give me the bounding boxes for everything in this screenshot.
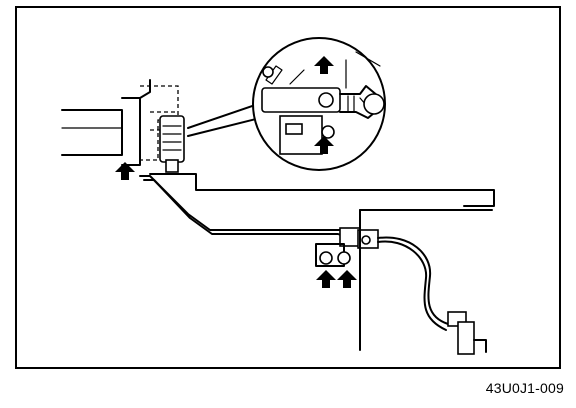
arrow-master-cylinder: [115, 162, 135, 180]
caliper-bracket: [447, 311, 487, 355]
detail-inset: [252, 37, 386, 171]
junction-block: [339, 209, 493, 351]
master-cylinder: [61, 79, 185, 173]
arrow-bracket-right: [337, 270, 357, 288]
valve-body: [159, 115, 185, 163]
arrow-bracket-left: [316, 270, 336, 288]
frame-rail: [149, 173, 495, 207]
diagram-frame: [15, 6, 561, 369]
brake-pipe: [139, 175, 357, 237]
leader-line: [187, 103, 261, 137]
mount-bracket: [315, 243, 351, 267]
flex-hose: [377, 236, 449, 325]
figure-code-label: 43U0J1-009: [485, 380, 564, 396]
